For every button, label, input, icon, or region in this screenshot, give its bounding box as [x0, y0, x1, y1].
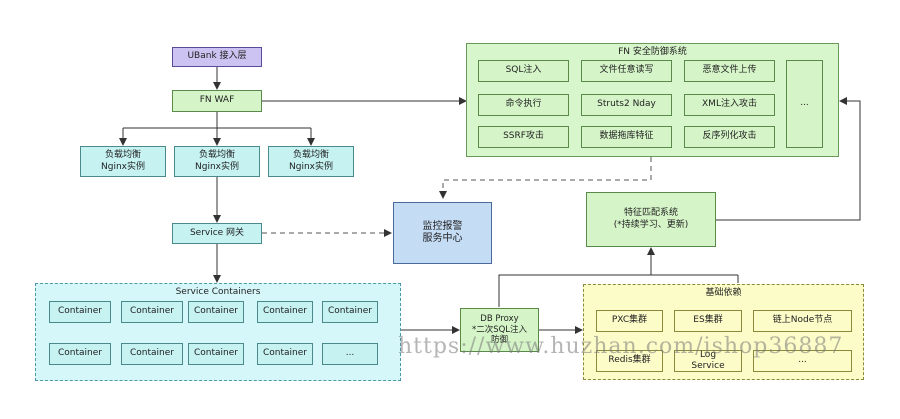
service-gateway: Service 网关: [172, 223, 262, 244]
watermark-text: https://www.huzhan.com/ishop36887: [398, 334, 844, 359]
attack-deserialization: 反序列化攻击: [684, 126, 775, 148]
monitor-alert-center: 监控报警 服务中心: [393, 202, 492, 264]
dep-redis-cluster: Redis集群: [596, 350, 663, 372]
dep-chain-node: 链上Node节点: [753, 310, 852, 332]
edge-feature-security: [716, 97, 861, 221]
attack-data-dump: 数据拖库特征: [581, 126, 672, 148]
attack-file-rw: 文件任意读写: [581, 60, 672, 82]
dep-more: ...: [753, 350, 852, 372]
edge-dbproxy-feature: [498, 247, 655, 307]
ubank-access-layer: UBank 接入层: [172, 47, 262, 67]
container-2: Container: [121, 301, 183, 323]
dep-log-service: Log Service: [674, 350, 742, 372]
fn-security-title: FN 安全防御系统: [618, 47, 687, 57]
container-3: Container: [188, 301, 244, 323]
load-balancer-3: 负载均衡 Nginx实例: [268, 146, 354, 177]
edge-security-monitor: [439, 157, 652, 199]
container-1: Container: [49, 301, 111, 323]
attack-command-exec: 命令执行: [478, 94, 569, 116]
fn-waf: FN WAF: [172, 90, 262, 112]
container-more: ...: [322, 343, 378, 365]
feature-match-system: 特征匹配系统 (*持续学习、更新): [586, 192, 716, 247]
dep-es-cluster: ES集群: [674, 310, 742, 332]
attack-struts2: Struts2 Nday: [581, 94, 672, 116]
attack-file-upload: 恶意文件上传: [684, 60, 775, 82]
container-4: Container: [257, 301, 313, 323]
db-proxy: DB Proxy *二次SQL注入 防御: [460, 308, 539, 352]
attack-sql-injection: SQL注入: [478, 60, 569, 82]
service-containers-title: Service Containers: [175, 287, 261, 297]
container-7: Container: [121, 343, 183, 365]
container-5: Container: [322, 301, 378, 323]
container-8: Container: [188, 343, 244, 365]
dep-pxc-cluster: PXC集群: [596, 310, 663, 332]
attack-xml-injection: XML注入攻击: [684, 94, 775, 116]
base-dependencies-title: 基础依赖: [705, 288, 742, 298]
container-6: Container: [49, 343, 111, 365]
attack-ssrf: SSRF攻击: [478, 126, 569, 148]
service-containers: Service Containers: [35, 283, 401, 381]
attack-more: ...: [786, 60, 823, 148]
load-balancer-1: 负载均衡 Nginx实例: [80, 146, 166, 177]
container-9: Container: [257, 343, 313, 365]
load-balancer-2: 负载均衡 Nginx实例: [174, 146, 260, 177]
